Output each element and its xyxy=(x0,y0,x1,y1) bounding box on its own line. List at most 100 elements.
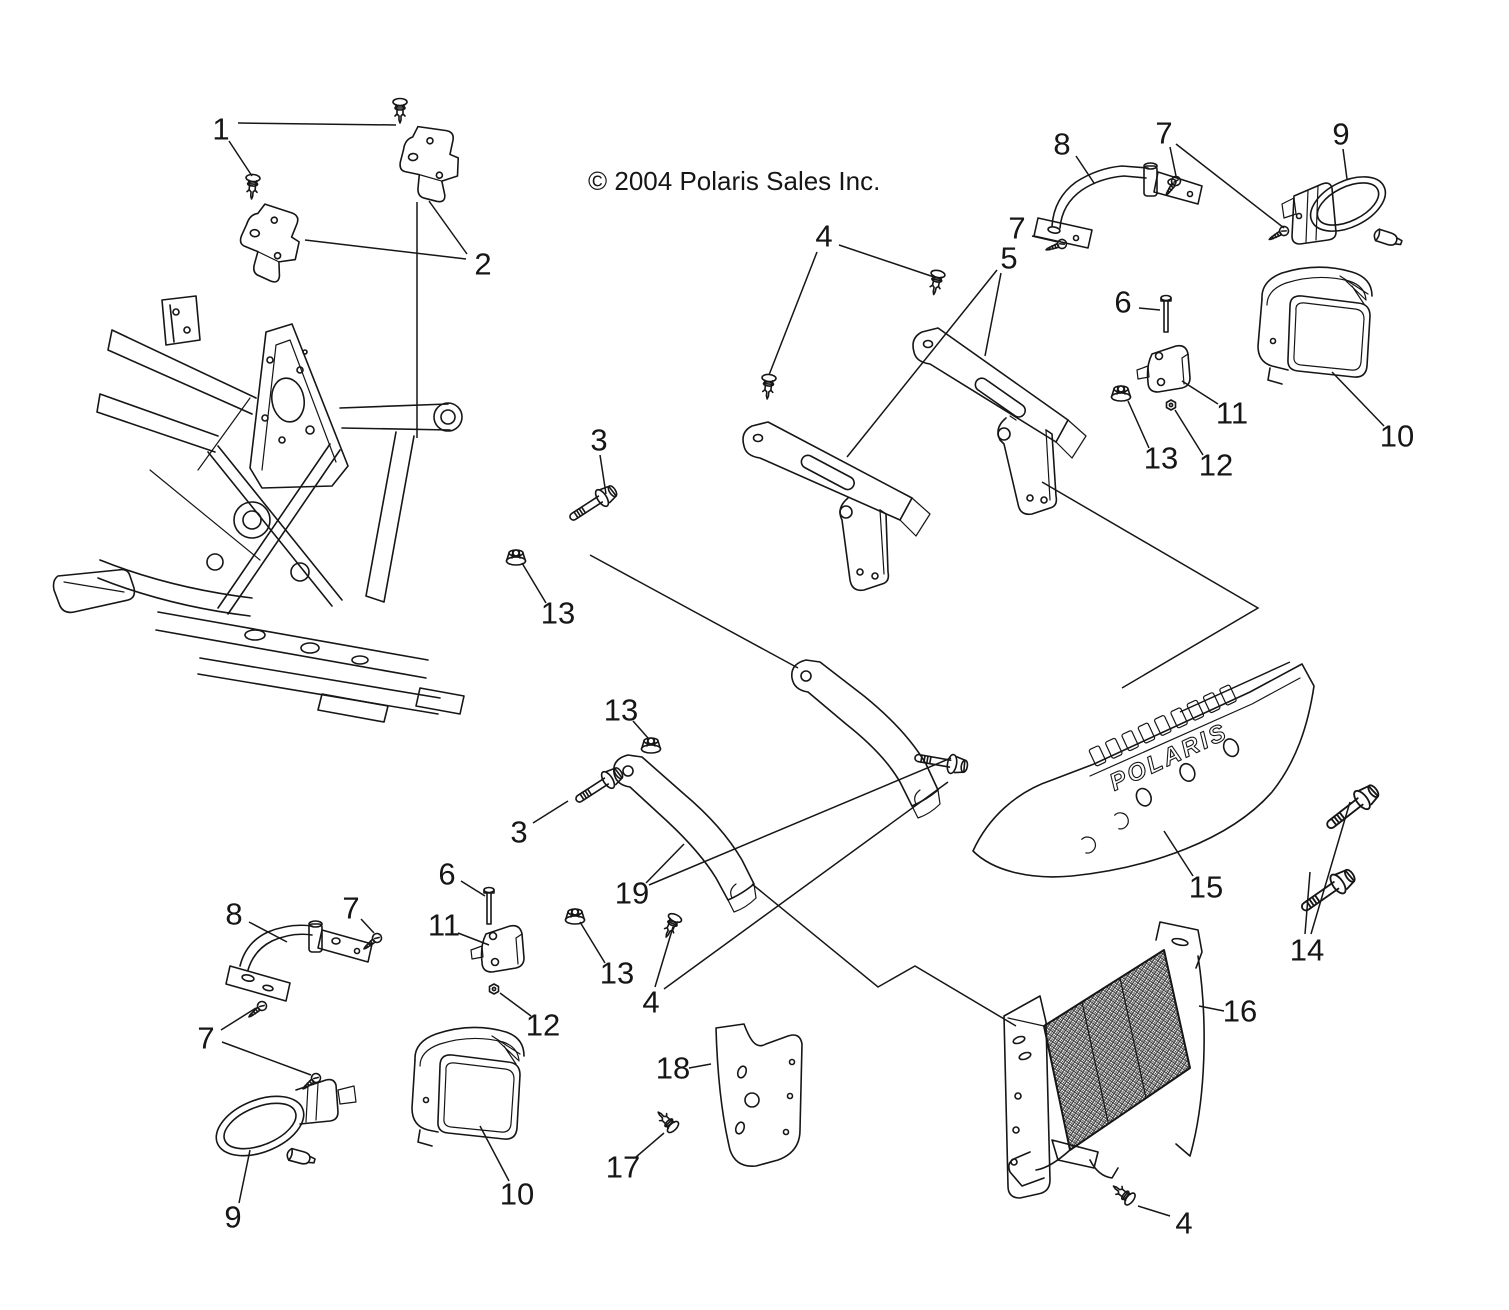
callout-11: 11 xyxy=(428,908,460,943)
leader-line-8 xyxy=(248,921,288,943)
hex-bolt-14b xyxy=(1295,863,1360,919)
strap-bracket-top xyxy=(1033,162,1203,249)
leader-line-13 xyxy=(521,562,547,604)
leader-line-13 xyxy=(579,921,606,964)
leader-line-5 xyxy=(846,269,998,458)
leader-line-7 xyxy=(221,1041,312,1076)
callout-8: 8 xyxy=(1053,127,1070,162)
leader-line-18 xyxy=(688,1063,712,1069)
callout-7: 7 xyxy=(197,1021,214,1056)
leader-line-2 xyxy=(304,239,467,260)
leader-line-7 xyxy=(1169,146,1177,177)
callout-15: 15 xyxy=(1189,870,1223,905)
leader-line-9 xyxy=(1342,148,1348,180)
bumper-arm-lower xyxy=(612,754,757,913)
leader-line-19 xyxy=(645,843,685,884)
callout-7: 7 xyxy=(1008,211,1025,246)
leader-line-4 xyxy=(768,251,818,376)
leader-line-14 xyxy=(1310,801,1351,935)
callout-2: 2 xyxy=(474,247,491,282)
leader-line-13 xyxy=(1127,400,1150,449)
callout-layer: 1233444566777788991010111112121313131314… xyxy=(197,112,1414,1241)
leader-line-1 xyxy=(237,122,397,126)
push-rivet-4c xyxy=(658,911,684,941)
callout-16: 16 xyxy=(1223,994,1257,1029)
leader-line-17 xyxy=(635,1132,665,1158)
leader-line-11 xyxy=(1181,380,1219,405)
callout-4: 4 xyxy=(1175,1206,1192,1241)
nut-12b xyxy=(488,983,500,995)
screw-7a xyxy=(1161,173,1184,199)
callout-4: 4 xyxy=(815,219,832,254)
indicator-lamp-bottom xyxy=(215,1078,357,1157)
callout-9: 9 xyxy=(1332,117,1349,152)
leader-line-4 xyxy=(654,926,674,988)
callout-3: 3 xyxy=(590,423,607,458)
leader-line-5 xyxy=(984,272,1002,357)
callout-7: 7 xyxy=(1155,116,1172,151)
leader-line-15 xyxy=(1163,830,1194,877)
bumper-arm-upper xyxy=(790,659,941,819)
headlight-bottom xyxy=(411,1026,525,1147)
mount-bracket-right xyxy=(396,123,462,206)
mount-bracket-left xyxy=(235,201,304,285)
leader-line-1 xyxy=(228,140,253,177)
pivot-bracket-11a xyxy=(1136,344,1191,393)
callout-9: 9 xyxy=(224,1200,241,1235)
callout-5: 5 xyxy=(1000,241,1017,276)
callout-18: 18 xyxy=(656,1051,690,1086)
leader-line-11 xyxy=(457,932,490,946)
leader-line-3 xyxy=(532,800,569,824)
flange-bolt-3a xyxy=(564,480,621,528)
flange-nut-13d xyxy=(564,908,586,925)
leader-line-10 xyxy=(1331,371,1385,427)
callout-1: 1 xyxy=(212,112,229,147)
mud-shield xyxy=(715,1023,803,1167)
push-rivet-1b xyxy=(392,97,408,124)
frame-assembly xyxy=(52,295,465,723)
push-rivet-4a xyxy=(925,268,947,297)
leader-line-7 xyxy=(220,1007,257,1031)
callout-6: 6 xyxy=(1114,285,1131,320)
callout-13: 13 xyxy=(541,596,575,631)
push-rivet-17 xyxy=(652,1106,682,1136)
flange-nut-13a xyxy=(1110,385,1132,402)
leader-line-2 xyxy=(428,200,468,255)
callout-12: 12 xyxy=(1199,448,1233,483)
assembly-lines xyxy=(589,481,1291,1027)
flange-bolt-3b xyxy=(570,762,627,810)
callout-17: 17 xyxy=(606,1150,640,1185)
callout-14: 14 xyxy=(1290,933,1324,968)
pivot-bracket-11b xyxy=(470,924,525,973)
callout-7: 7 xyxy=(342,891,359,926)
callout-13: 13 xyxy=(600,956,634,991)
bulb-bottom xyxy=(285,1147,317,1168)
callout-10: 10 xyxy=(500,1177,534,1212)
leader-line-7 xyxy=(360,918,375,934)
indicator-lamp-top xyxy=(1281,176,1387,245)
leader-line-12 xyxy=(499,992,532,1017)
leader-line-4 xyxy=(663,781,949,990)
copyright-text: © 2004 Polaris Sales Inc. xyxy=(588,166,880,196)
bulb-top xyxy=(1371,227,1404,250)
callout-11: 11 xyxy=(1216,396,1248,431)
push-rivet-4d xyxy=(1108,1179,1138,1208)
screw-7b xyxy=(1266,224,1291,245)
front-cover: POLARIS xyxy=(972,663,1315,878)
callout-3: 3 xyxy=(510,815,527,850)
leader-line-3 xyxy=(599,454,607,495)
leader-line-14 xyxy=(1304,871,1311,935)
hex-bolt-14a xyxy=(1320,779,1384,837)
leader-line-4 xyxy=(838,244,935,278)
callout-12: 12 xyxy=(526,1008,560,1043)
bolt-6a xyxy=(1160,294,1172,333)
leader-line-13 xyxy=(632,720,649,739)
leader-line-7 xyxy=(1031,235,1059,243)
leader-line-6 xyxy=(1138,307,1161,311)
callout-13: 13 xyxy=(1144,441,1178,476)
headlight-top xyxy=(1257,266,1373,385)
leader-line-10 xyxy=(479,1125,510,1182)
radiator-screen xyxy=(1003,921,1205,1199)
